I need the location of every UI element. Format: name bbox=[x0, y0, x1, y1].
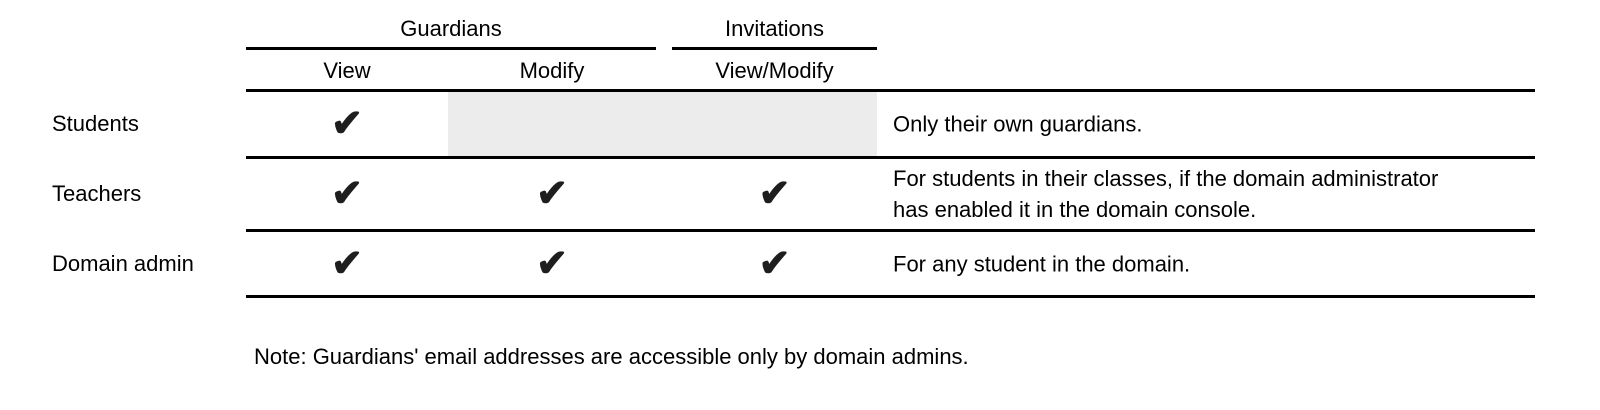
check-icon-students-view: ✔ bbox=[331, 103, 363, 145]
check-icon-domain-admin-view-modify: ✔ bbox=[758, 242, 791, 285]
column-group-label-invitations: Invitations bbox=[724, 16, 825, 41]
row-note-teachers: For students in their classes, if the do… bbox=[893, 166, 1439, 222]
table-row-teachers: Teachers ✔ ✔ ✔ For students in their cla… bbox=[0, 159, 1600, 229]
column-header-view-modify: View/Modify bbox=[715, 58, 834, 83]
table-bottom-rule bbox=[246, 295, 1535, 298]
disabled-cells-shading bbox=[448, 92, 877, 156]
table-row-domain-admin: Domain admin ✔ ✔ ✔ For any student in th… bbox=[0, 232, 1600, 295]
check-icon-teachers-modify: ✔ bbox=[536, 173, 568, 215]
invitations-group-rule bbox=[672, 47, 877, 50]
row-note-students: Only their own guardians. bbox=[893, 111, 1143, 137]
row-note-domain-admin: For any student in the domain. bbox=[893, 251, 1191, 276]
guardians-group-rule bbox=[246, 47, 656, 50]
row-label-domain-admin: Domain admin bbox=[52, 250, 194, 276]
check-icon-domain-admin-modify: ✔ bbox=[536, 242, 568, 285]
check-icon-teachers-view-modify: ✔ bbox=[758, 173, 791, 215]
check-icon-teachers-view: ✔ bbox=[331, 173, 363, 215]
students-row-rule bbox=[246, 156, 1535, 159]
column-group-label-guardians: Guardians bbox=[400, 16, 502, 41]
row-label-teachers: Teachers bbox=[52, 181, 142, 206]
teachers-row-rule bbox=[246, 229, 1535, 232]
footnote: Note: Guardians' email addresses are acc… bbox=[254, 344, 969, 369]
check-icon-domain-admin-view: ✔ bbox=[331, 242, 363, 285]
column-header-view: View bbox=[323, 58, 371, 83]
header-bottom-rule bbox=[246, 89, 1535, 92]
table-row-students: Students ✔ Only their own guardians. bbox=[0, 92, 1600, 156]
row-label-students: Students bbox=[52, 111, 139, 136]
column-header-modify: Modify bbox=[519, 58, 585, 83]
